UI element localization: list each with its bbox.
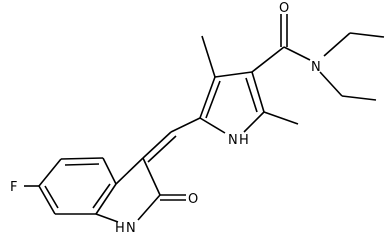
- bond-p2-nh: [243, 111, 265, 133]
- bond-p4-methyl: [201, 35, 216, 78]
- bond-c3-methylidene-double: [147, 135, 177, 163]
- bond-p3-carbonyl: [251, 46, 285, 73]
- bond-c4-c3a: [102, 157, 117, 185]
- bond-c7-c6: [38, 185, 56, 215]
- indole-n-label: N: [126, 221, 136, 236]
- bond-methylidene-pyrrole: [170, 117, 201, 133]
- bond-carbonyl-n: [283, 46, 311, 61]
- bond-c3-c2: [142, 157, 161, 196]
- bond-c3a-c7a: [95, 183, 117, 215]
- bond-p5-p4: [199, 76, 216, 119]
- bond-inner-c3a-c7a: [92, 183, 111, 209]
- pyrrole-h-label: H: [239, 133, 249, 148]
- bond-inner-c5-c4: [64, 163, 100, 166]
- pyrrole-n-label: N: [228, 133, 238, 148]
- bond-n-ethyl1-ch2: [323, 32, 351, 57]
- bond-p4-p3: [214, 71, 253, 78]
- amide-nitrogen-label: N: [311, 60, 321, 75]
- bond-c3a-c3: [115, 157, 144, 185]
- bond-n-ethyl2-ch2: [319, 71, 343, 97]
- bond-p3-p2: [251, 71, 265, 113]
- indole-nh-h-label: H: [115, 221, 125, 236]
- bond-c2-n1: [137, 194, 161, 221]
- bond-c5-c4: [60, 157, 104, 160]
- amide-oxygen-label: O: [279, 1, 289, 16]
- bond-inner-c7-c6: [44, 185, 59, 209]
- lactam-oxygen-label: O: [188, 192, 198, 207]
- bond-n1-c7a: [95, 213, 119, 223]
- bond-p5-p4-double: [205, 80, 221, 119]
- bond-nh-p5: [199, 117, 226, 134]
- bond-ethyl2-ch3: [341, 95, 377, 101]
- bond-ethyl1-ch3: [349, 32, 385, 38]
- bond-p3-p2-double: [245, 77, 258, 113]
- bond-p2-methyl: [263, 111, 299, 125]
- bond-c6-c5: [38, 158, 62, 187]
- fluorine-label: F: [10, 180, 17, 195]
- bond-c3-methylidene: [142, 131, 172, 159]
